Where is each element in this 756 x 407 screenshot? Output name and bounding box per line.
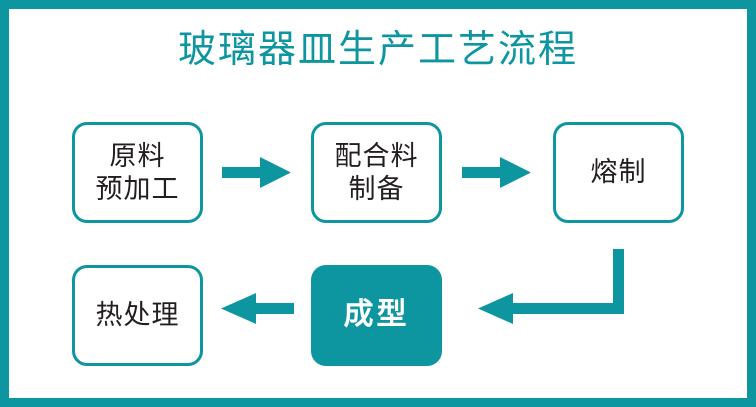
process-node-melting[interactable]: 熔制 bbox=[553, 122, 684, 223]
process-node-batch-preparation[interactable]: 配合料 制备 bbox=[311, 122, 442, 223]
page-title: 玻璃器皿生产工艺流程 bbox=[177, 29, 578, 71]
node-label: 配合料 制备 bbox=[334, 140, 419, 204]
process-node-forming-highlighted[interactable]: 成型 bbox=[311, 265, 442, 366]
node-label: 热处理 bbox=[95, 300, 180, 331]
process-node-heat-treatment[interactable]: 热处理 bbox=[72, 265, 203, 366]
node-label: 原料 预加工 bbox=[95, 140, 180, 204]
inner-border-frame bbox=[9, 9, 747, 398]
node-label: 熔制 bbox=[590, 157, 647, 188]
process-node-raw-material-pretreatment[interactable]: 原料 预加工 bbox=[72, 122, 203, 223]
node-label: 成型 bbox=[343, 298, 410, 332]
